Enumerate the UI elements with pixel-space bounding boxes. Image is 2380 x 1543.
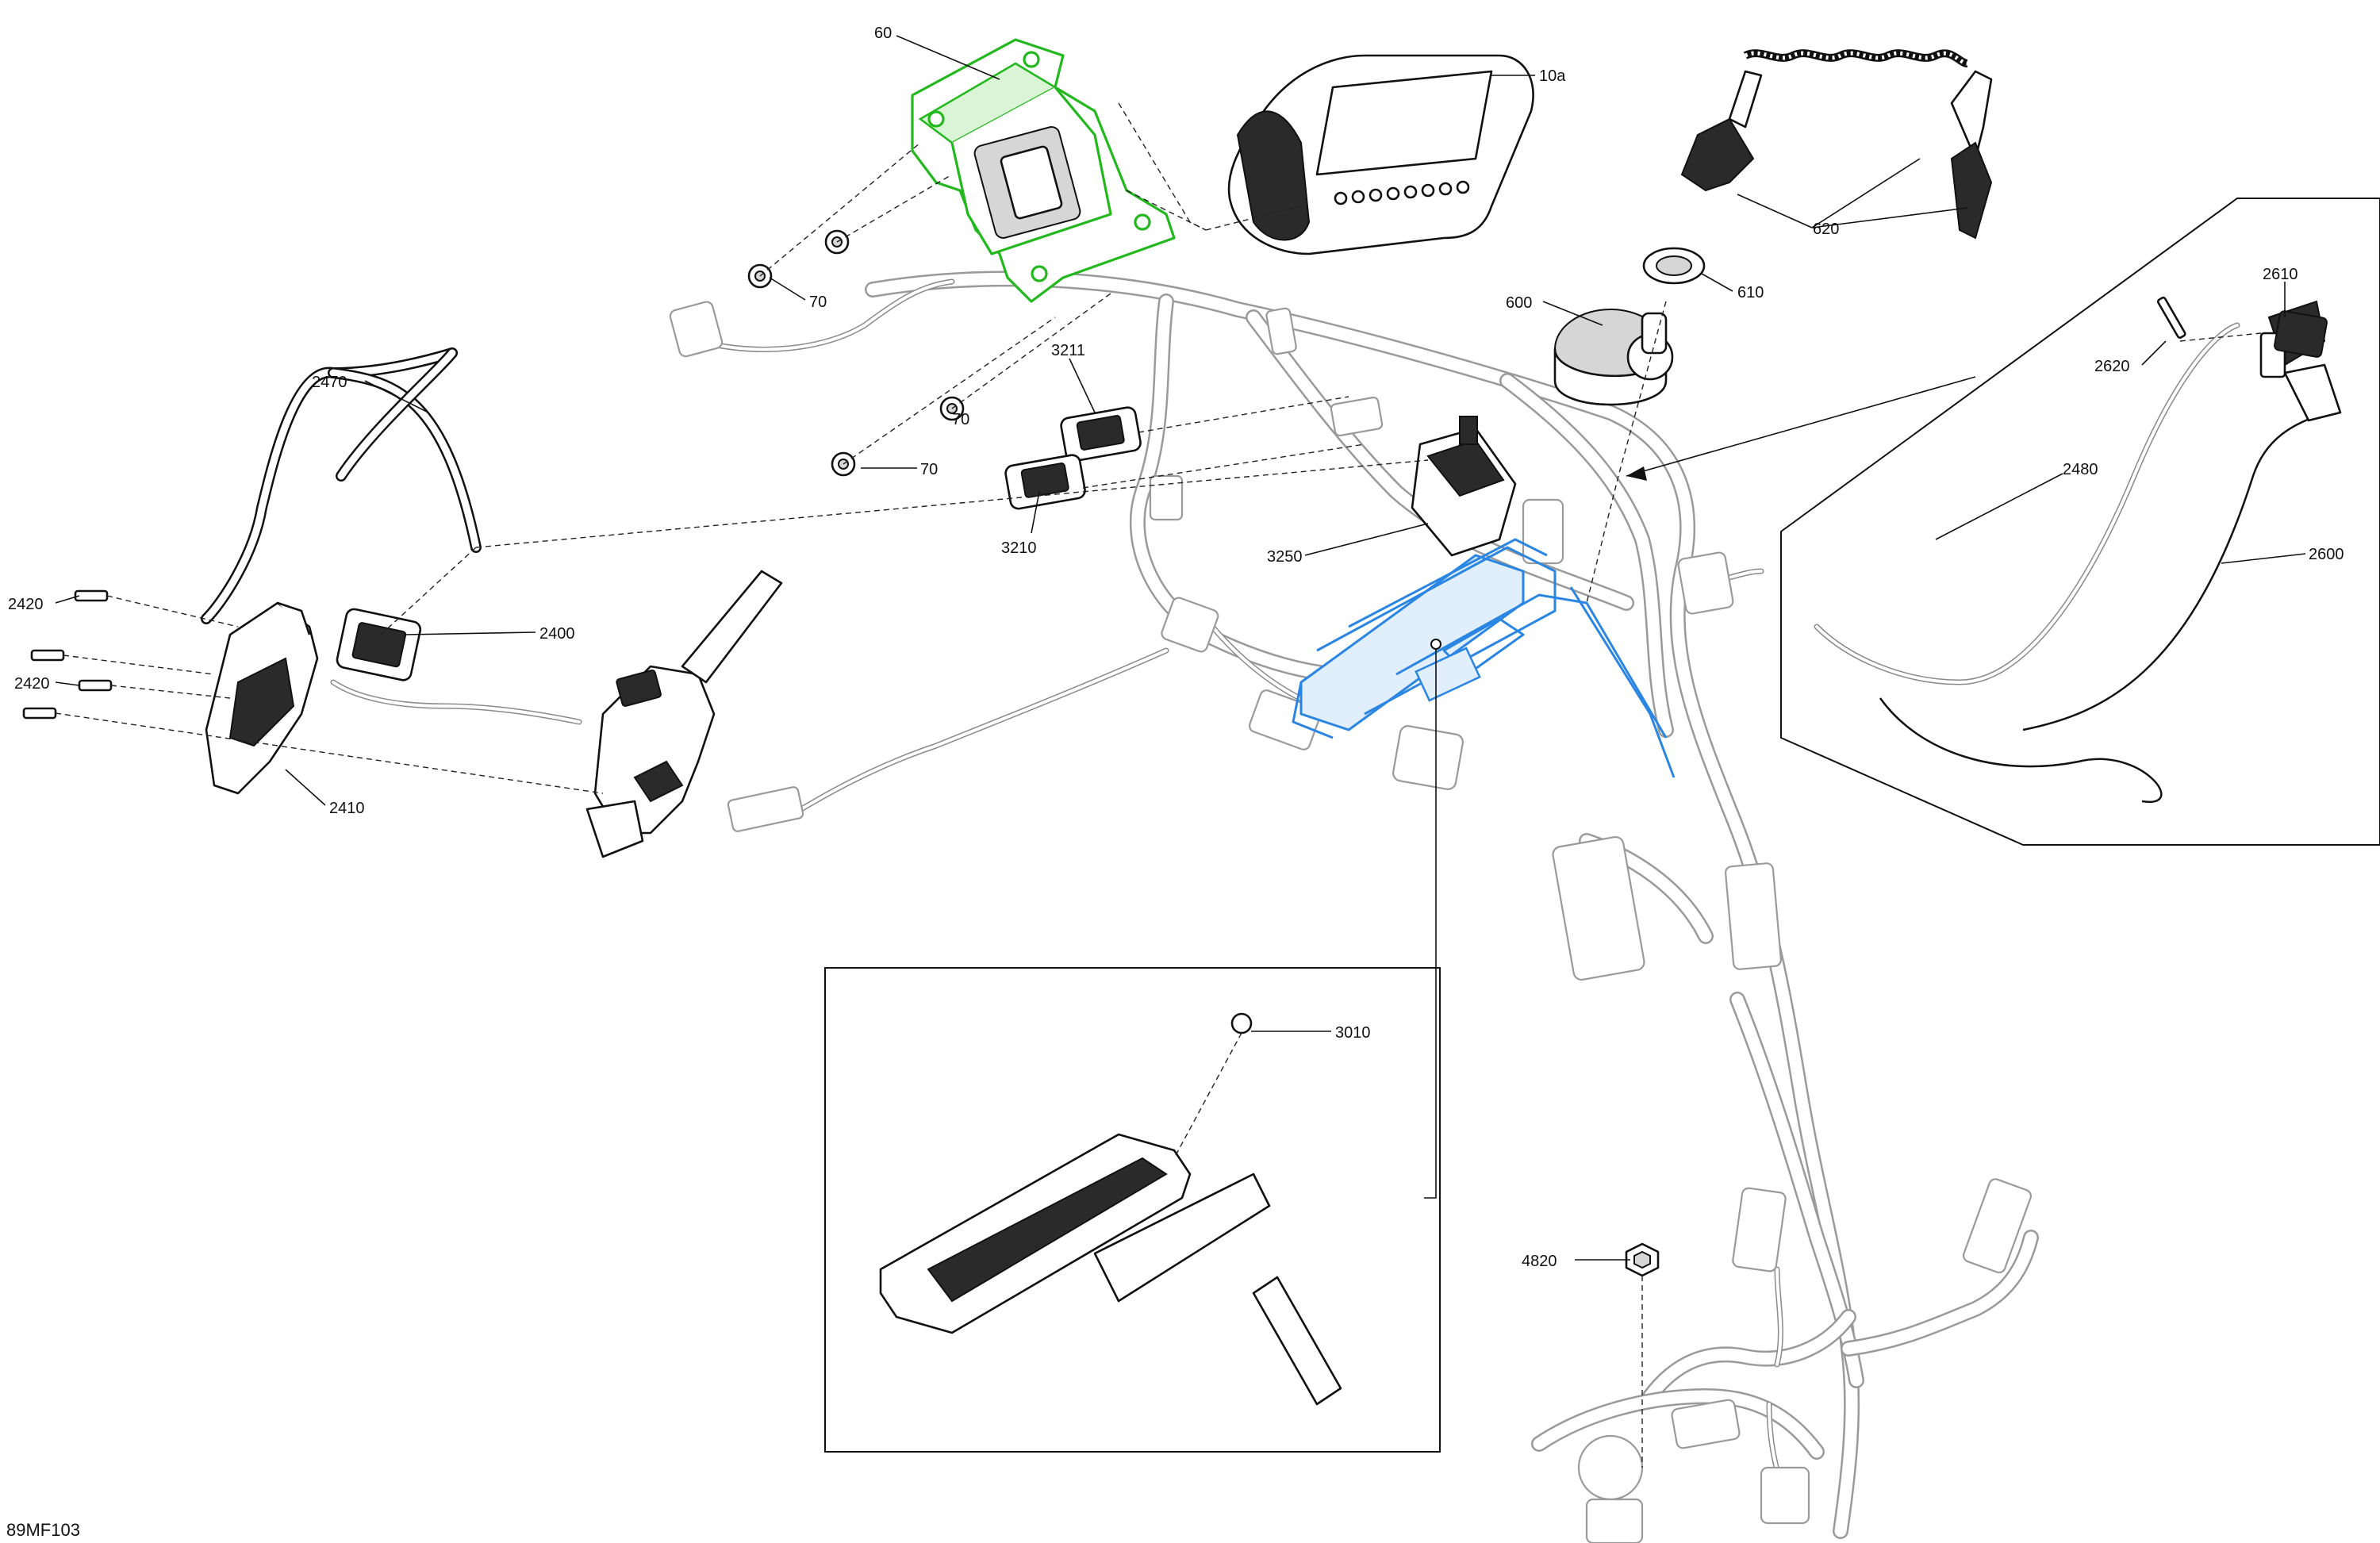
inset-pointers (1424, 376, 1976, 1199)
callout-3250: 3250 (1267, 548, 1303, 566)
leader-lines (55, 35, 2306, 1261)
assembly-lines (55, 102, 2262, 1468)
connector-3210 (1004, 454, 1086, 510)
wire-2470 (201, 347, 482, 624)
callout-labels: 60 10a 620 610 600 70 70 70 3211 3210 32… (6, 25, 2344, 1540)
nut-4820 (1625, 1242, 1660, 1277)
main-wiring-harness (865, 271, 2039, 1539)
inset-panel-top-right (1780, 198, 2380, 846)
callout-600: 600 (1506, 294, 1532, 312)
callout-610: 610 (1737, 284, 1764, 301)
harness-connectors (669, 301, 2032, 1543)
inset-panel-lower-left (824, 967, 1441, 1453)
relay-3250 (1411, 416, 1517, 557)
ring-nut (1642, 247, 1706, 285)
key-switch (1553, 309, 1674, 406)
switch-module-2400 (585, 570, 783, 858)
callout-70-c: 70 (920, 461, 938, 478)
fasteners-70 (747, 229, 965, 477)
callout-2420-b: 2420 (14, 675, 50, 693)
indicator-lights (1334, 180, 1470, 205)
callout-4820: 4820 (1522, 1253, 1557, 1270)
callout-70-a: 70 (809, 294, 827, 311)
gauge-display (1227, 54, 1534, 255)
connector-3211 (1060, 406, 1142, 463)
callout-2470: 2470 (312, 374, 347, 391)
callout-70-b: 70 (952, 411, 969, 428)
callout-2410: 2410 (329, 800, 365, 817)
callout-2620: 2620 (2094, 358, 2130, 375)
screws-2420 (22, 589, 113, 720)
tether-cord (1680, 49, 1993, 240)
figure-reference: 89MF103 (6, 1520, 80, 1540)
switch-housing-2410 (205, 601, 319, 795)
connector-2400 (330, 608, 582, 725)
callout-2420-a: 2420 (8, 596, 44, 613)
callout-60: 60 (874, 25, 892, 42)
callout-3211: 3211 (1051, 342, 1085, 359)
callout-2400: 2400 (539, 625, 575, 643)
callout-10a: 10a (1539, 67, 1566, 85)
highlighted-module-blue (1292, 538, 1676, 778)
callout-2610: 2610 (2263, 266, 2298, 283)
callout-3210: 3210 (1001, 539, 1037, 557)
callout-620: 620 (1813, 221, 1839, 238)
highlighted-bracket-green (911, 38, 1176, 303)
callout-3010: 3010 (1335, 1024, 1371, 1042)
callout-2480: 2480 (2063, 461, 2098, 478)
callout-2600: 2600 (2309, 546, 2344, 563)
